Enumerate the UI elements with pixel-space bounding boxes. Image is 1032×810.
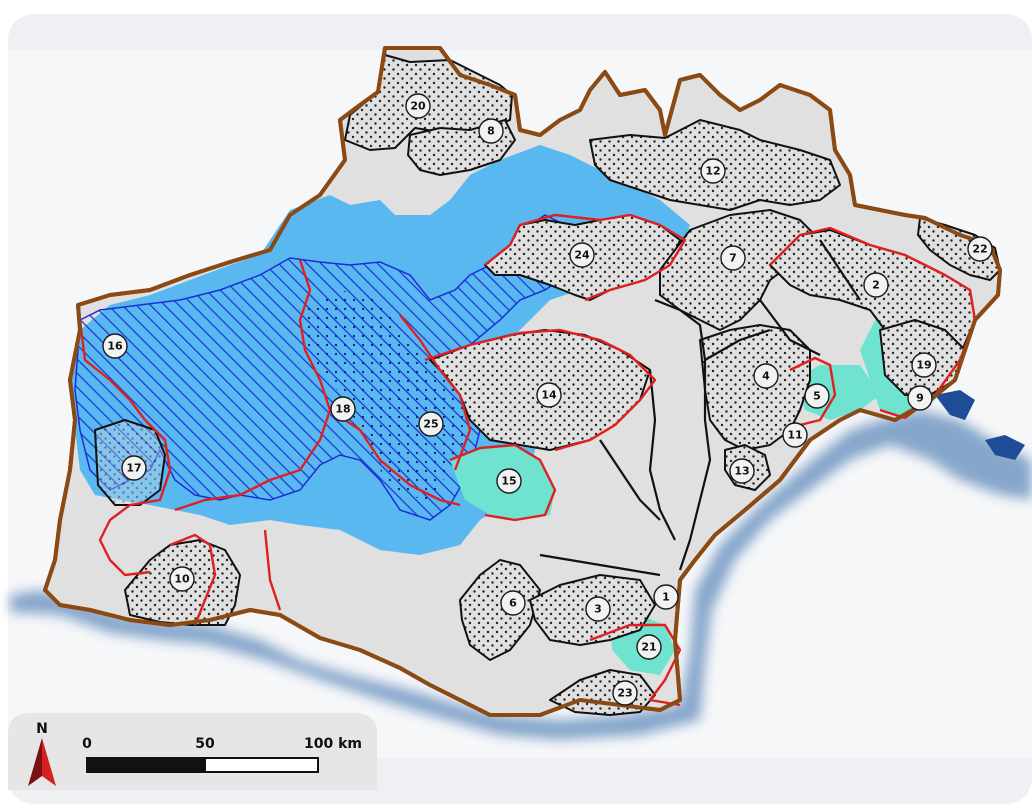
black-borders — [539, 239, 861, 577]
zone-label-18: 18 — [330, 396, 356, 422]
svg-text:15: 15 — [501, 475, 516, 488]
zone-label-7: 7 — [720, 245, 746, 271]
zone-label-12: 12 — [700, 158, 726, 184]
zone-labels: 20 8 12 22 24 7 2 16 19 14 4 5 9 18 25 1… — [102, 93, 993, 706]
zone-label-13: 13 — [729, 458, 755, 484]
zone-label-17: 17 — [121, 455, 147, 481]
zone-label-10: 10 — [169, 566, 195, 592]
zone-label-25: 25 — [418, 411, 444, 437]
sea-shadow — [10, 410, 1032, 740]
svg-text:24: 24 — [574, 249, 590, 262]
zone-label-5: 5 — [804, 383, 830, 409]
zone-label-19: 19 — [911, 352, 937, 378]
svg-text:25: 25 — [423, 418, 438, 431]
zone-dotted-6 — [459, 559, 541, 661]
zone-label-22: 22 — [967, 236, 993, 262]
north-arrow: N — [28, 721, 56, 786]
svg-text:14: 14 — [541, 389, 557, 402]
lagoon-shape-2 — [985, 435, 1025, 460]
north-arrow-icon — [42, 738, 56, 786]
zone-hatched-dots — [300, 290, 470, 500]
zone-label-2: 2 — [863, 272, 889, 298]
svg-text:5: 5 — [813, 390, 821, 403]
svg-text:13: 13 — [734, 465, 749, 478]
red-borders — [78, 213, 977, 707]
scale-tick-0: 0 — [82, 736, 92, 752]
svg-text:9: 9 — [916, 392, 924, 405]
zone-label-20: 20 — [405, 93, 431, 119]
coastline — [43, 46, 1002, 717]
zone-label-4: 4 — [753, 363, 779, 389]
zone-label-6: 6 — [500, 590, 526, 616]
svg-text:16: 16 — [107, 340, 123, 353]
legend-box: N 0 50 100 km — [8, 713, 377, 790]
svg-text:4: 4 — [762, 370, 770, 383]
zone-label-14: 14 — [536, 382, 562, 408]
zone-label-11: 11 — [782, 422, 808, 448]
svg-text:12: 12 — [705, 165, 720, 178]
scale-tick-100: 100 km — [304, 736, 362, 752]
zone-label-3: 3 — [585, 596, 611, 622]
scale-bar: 0 50 100 km — [82, 736, 362, 773]
svg-text:19: 19 — [916, 359, 931, 372]
svg-text:22: 22 — [972, 243, 987, 256]
zone-label-16: 16 — [102, 333, 128, 359]
zone-label-1: 1 — [653, 584, 679, 610]
svg-text:21: 21 — [641, 641, 656, 654]
scale-tick-50: 50 — [195, 736, 215, 752]
zone-label-9: 9 — [907, 385, 933, 411]
svg-text:11: 11 — [787, 429, 802, 442]
zone-label-24: 24 — [569, 242, 595, 268]
svg-text:7: 7 — [729, 252, 737, 265]
zone-label-21: 21 — [636, 634, 662, 660]
svg-text:1: 1 — [662, 591, 670, 604]
svg-text:20: 20 — [410, 100, 426, 113]
svg-text:6: 6 — [509, 597, 517, 610]
svg-text:2: 2 — [872, 279, 880, 292]
lagoon-shape — [935, 390, 975, 420]
svg-text:3: 3 — [594, 603, 602, 616]
zone-dotted-7 — [659, 209, 821, 331]
north-letter: N — [36, 721, 48, 737]
zone-label-23: 23 — [612, 680, 638, 706]
svg-text:23: 23 — [617, 687, 632, 700]
svg-text:10: 10 — [174, 573, 190, 586]
svg-text:18: 18 — [335, 403, 350, 416]
zone-label-8: 8 — [478, 118, 504, 144]
zone-label-15: 15 — [496, 468, 522, 494]
svg-text:8: 8 — [487, 125, 495, 138]
zone-dotted-4 — [699, 324, 811, 451]
zone-dotted-22 — [917, 217, 1001, 281]
svg-text:17: 17 — [126, 462, 141, 475]
